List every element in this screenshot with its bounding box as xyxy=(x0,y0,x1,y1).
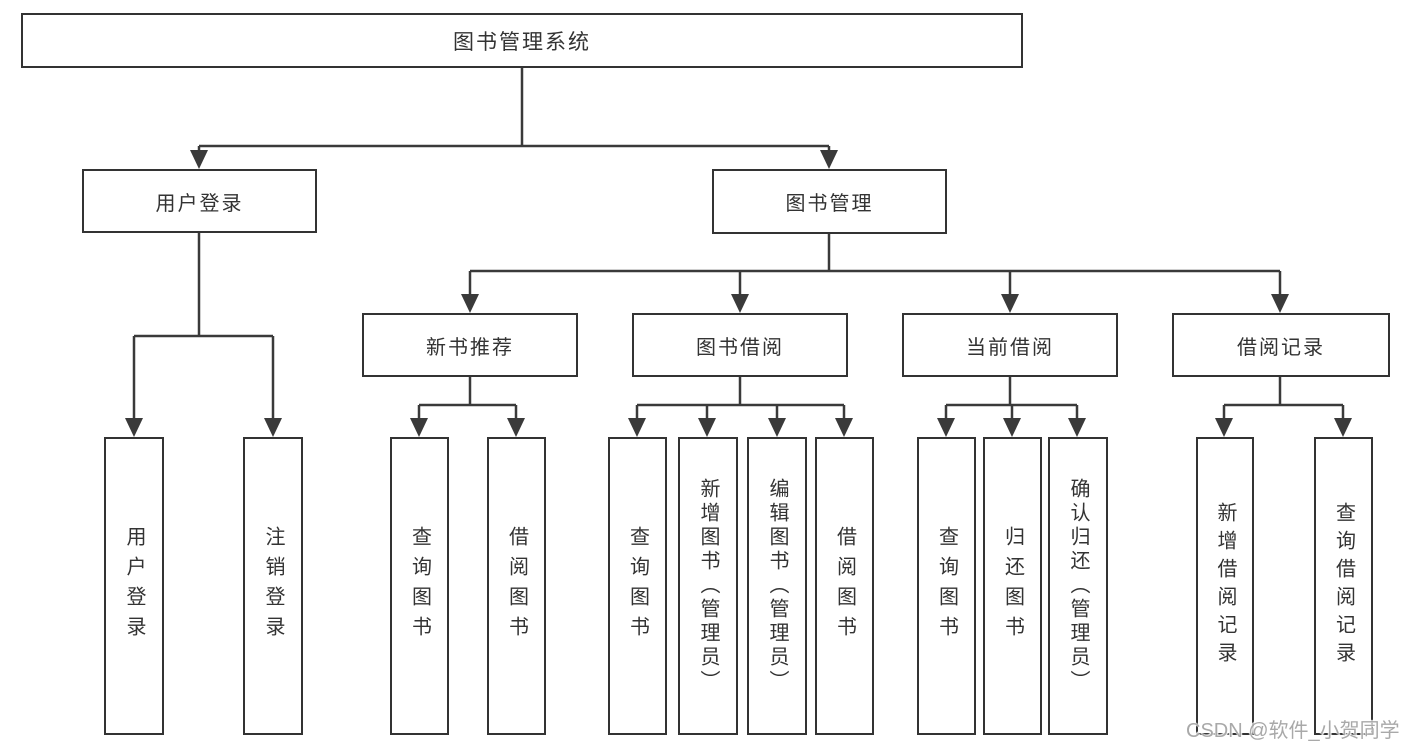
leaf-query-books-recommend-label: 查询图书 xyxy=(408,526,431,646)
leaf-query-borrow-record: 查询借阅记录 xyxy=(1314,437,1373,735)
leaf-query-books-borrowing-label: 查询图书 xyxy=(626,526,649,646)
leaf-confirm-return-admin: 确认归还（管理员） xyxy=(1048,437,1108,735)
leaf-add-book-admin: 新增图书（管理员） xyxy=(678,437,738,735)
node-borrowing-records: 借阅记录 xyxy=(1172,313,1390,377)
connector-user-login-to-leaves xyxy=(132,233,275,420)
node-user-login: 用户登录 xyxy=(82,169,317,233)
leaf-query-borrow-record-label: 查询借阅记录 xyxy=(1332,502,1355,670)
leaf-query-books-recommend: 查询图书 xyxy=(390,437,449,735)
leaf-query-books-current: 查询图书 xyxy=(917,437,976,735)
connector-borrowing-records-to-leaves xyxy=(1222,377,1345,420)
arrowheads xyxy=(125,150,1352,437)
node-book-borrowing: 图书借阅 xyxy=(632,313,848,377)
leaf-edit-book-admin: 编辑图书（管理员） xyxy=(747,437,807,735)
leaf-add-book-admin-label: 新增图书（管理员） xyxy=(697,478,719,694)
connector-new-book-recommend-to-leaves xyxy=(417,377,518,420)
leaf-add-borrow-record: 新增借阅记录 xyxy=(1196,437,1254,735)
node-borrowing-records-label: 借阅记录 xyxy=(1237,336,1325,359)
leaf-user-login-label: 用户登录 xyxy=(123,526,145,646)
leaf-borrow-books-recommend: 借阅图书 xyxy=(487,437,546,735)
watermark: CSDN @软件_小贺同学 xyxy=(1186,720,1400,742)
node-new-book-recommend: 新书推荐 xyxy=(362,313,578,377)
leaf-edit-book-admin-label: 编辑图书（管理员） xyxy=(766,478,788,694)
node-current-borrowing-label: 当前借阅 xyxy=(966,336,1054,359)
leaf-borrow-books-borrowing-label: 借阅图书 xyxy=(833,526,856,646)
node-current-borrowing: 当前借阅 xyxy=(902,313,1118,377)
node-book-management-label: 图书管理 xyxy=(785,193,874,215)
connector-root-to-level2 xyxy=(197,68,831,152)
leaf-return-book-label: 归还图书 xyxy=(1001,526,1024,646)
connector-book-management-to-level3 xyxy=(468,234,1282,296)
leaf-add-borrow-record-label: 新增借阅记录 xyxy=(1214,502,1236,670)
node-root-label: 图书管理系统 xyxy=(453,30,591,54)
connector-book-borrowing-to-leaves xyxy=(635,377,846,420)
leaf-query-books-current-label: 查询图书 xyxy=(935,526,958,646)
leaf-logout-label: 注销登录 xyxy=(262,526,284,646)
leaf-query-books-borrowing: 查询图书 xyxy=(608,437,667,735)
leaf-confirm-return-admin-label: 确认归还（管理员） xyxy=(1067,478,1089,694)
leaf-logout: 注销登录 xyxy=(243,437,303,735)
leaf-borrow-books-recommend-label: 借阅图书 xyxy=(505,526,528,646)
node-user-login-label: 用户登录 xyxy=(155,192,244,215)
node-book-borrowing-label: 图书借阅 xyxy=(696,336,784,359)
node-book-management: 图书管理 xyxy=(712,169,947,234)
node-root: 图书管理系统 xyxy=(21,13,1023,68)
leaf-user-login: 用户登录 xyxy=(104,437,164,735)
leaf-borrow-books-borrowing: 借阅图书 xyxy=(815,437,874,735)
leaf-return-book: 归还图书 xyxy=(983,437,1042,735)
connector-current-borrowing-to-leaves xyxy=(944,377,1079,420)
node-new-book-recommend-label: 新书推荐 xyxy=(426,336,514,359)
